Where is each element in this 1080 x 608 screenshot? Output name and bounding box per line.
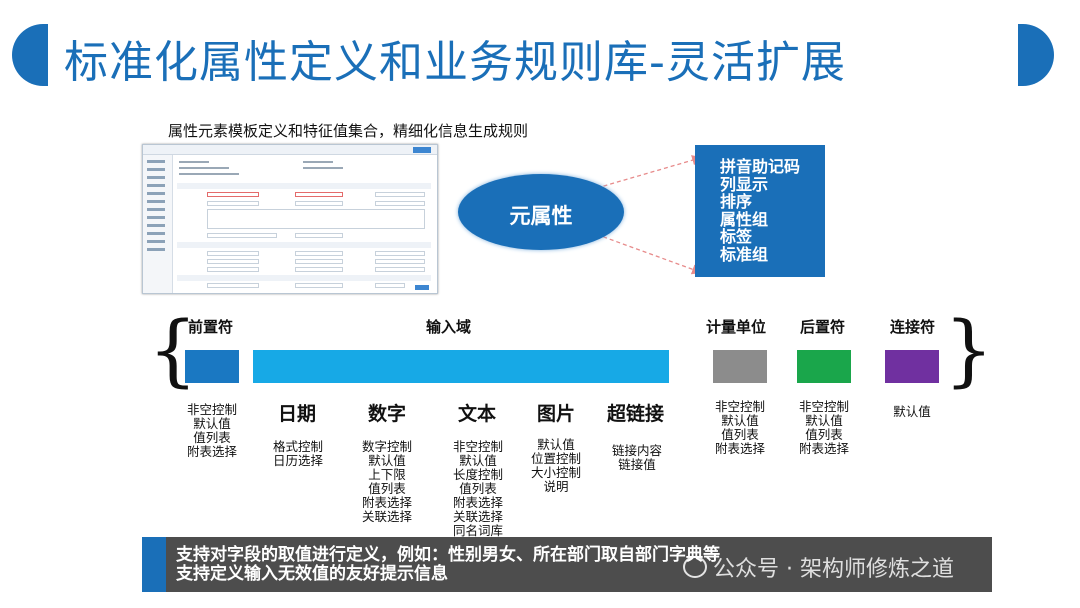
type-date-details: 格式控制 日历选择 — [272, 439, 323, 468]
wechat-icon — [683, 556, 707, 578]
suffix-bar — [797, 350, 851, 383]
meta-attribute-label: 元属性 — [509, 204, 573, 228]
info-banner — [142, 537, 992, 592]
unit-bar — [713, 350, 767, 383]
type-hyperlink-details: 链接内容 链接值 — [611, 443, 662, 472]
type-image-details: 默认值 位置控制 大小控制 说明 — [530, 437, 581, 494]
type-number-details: 数字控制 默认值 上下限 值列表 附表选择 关联选择 — [361, 439, 412, 524]
meta-attribute-callout — [695, 145, 825, 277]
unit-details: 非空控制 默认值 值列表 附表选择 — [714, 399, 765, 456]
subtitle: 属性元素模板定义和特征值集合，精细化信息生成规则 — [168, 122, 529, 140]
type-number: 数字 — [368, 403, 407, 425]
type-text-details: 非空控制 默认值 长度控制 值列表 附表选择 关联选择 同名词库 — [452, 439, 503, 538]
prefix-details: 非空控制 默认值 值列表 附表选择 — [186, 402, 237, 459]
type-date: 日期 — [278, 403, 317, 425]
page-title: 标准化属性定义和业务规则库-灵活扩展 — [64, 37, 846, 88]
prefix-label: 前置符 — [188, 318, 234, 336]
connector-label: 连接符 — [890, 318, 936, 336]
unit-label: 计量单位 — [706, 318, 767, 336]
callout-item: 列显示 — [720, 174, 769, 194]
banner-line: 支持对字段的取值进行定义，例如：性别男女、所在部门取自部门字典等 — [176, 545, 720, 565]
input-field-bar — [253, 350, 669, 383]
right-brace: } — [944, 306, 994, 396]
watermark: 公众号 · 架构师修炼之道 — [683, 551, 954, 583]
title-accent-left — [12, 24, 48, 86]
prefix-bar — [185, 350, 239, 383]
connector-details: 默认值 — [893, 404, 931, 419]
type-text: 文本 — [458, 403, 497, 425]
type-image: 图片 — [537, 403, 576, 425]
title-accent-right — [1018, 24, 1054, 86]
banner-text: 支持对字段的取值进行定义，例如：性别男女、所在部门取自部门字典等 支持定义输入无… — [176, 546, 720, 584]
callout-item: 标准组 — [720, 244, 769, 264]
callout-item: 拼音助记码 — [720, 157, 801, 176]
suffix-label: 后置符 — [800, 318, 846, 336]
suffix-details: 非空控制 默认值 值列表 附表选择 — [798, 399, 849, 456]
connector-bar — [885, 350, 939, 383]
callout-item: 标签 — [720, 227, 753, 246]
meta-attribute-list: 拼音助记码 列显示 排序 属性组 标签 标准组 — [720, 158, 800, 263]
meta-attribute-ellipse — [458, 174, 624, 250]
type-hyperlink: 超链接 — [607, 403, 665, 425]
watermark-text: 公众号 · 架构师修炼之道 — [713, 557, 954, 582]
callout-item: 属性组 — [720, 209, 769, 229]
banner-accent — [142, 537, 166, 592]
callout-item: 排序 — [720, 192, 753, 211]
form-screenshot-thumbnail — [142, 144, 438, 294]
banner-line: 支持定义输入无效值的友好提示信息 — [176, 564, 448, 584]
input-field-label: 输入域 — [426, 318, 472, 336]
